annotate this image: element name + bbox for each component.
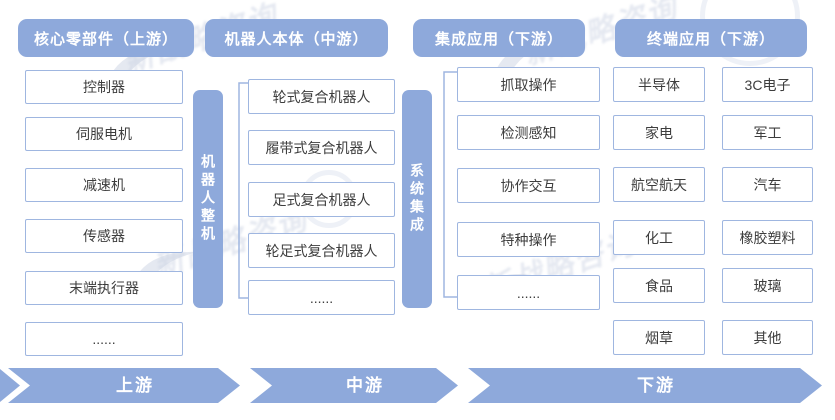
box-reducer: 减速机	[25, 168, 183, 202]
box-collaborative-interaction: 协作交互	[457, 168, 600, 203]
box-aerospace: 航空航天	[613, 167, 705, 202]
box-semiconductor: 半导体	[613, 67, 705, 102]
box-home-appliance: 家电	[613, 115, 705, 150]
box-grasping-operation: 抓取操作	[457, 67, 600, 102]
box-chemical: 化工	[613, 220, 705, 255]
header-robot-body: 机器人本体（中游）	[205, 19, 388, 57]
box-other: 其他	[722, 320, 813, 355]
box-rubber-plastic: 橡胶塑料	[722, 220, 813, 255]
bar-system-integration: 系统集成	[402, 90, 432, 308]
box-special-operation: 特种操作	[457, 222, 600, 257]
header-end-applications: 终端应用（下游）	[615, 19, 807, 57]
header-core-components: 核心零部件（上游）	[18, 19, 194, 57]
box-end-effector: 末端执行器	[25, 271, 183, 305]
box-tracked-composite-robot: 履带式复合机器人	[248, 130, 395, 165]
box-wheel-leg-composite-robot: 轮足式复合机器人	[248, 233, 395, 268]
header-integration: 集成应用（下游）	[413, 19, 585, 57]
box-tobacco: 烟草	[613, 320, 705, 355]
box-3c-electronics: 3C电子	[722, 67, 813, 102]
watermark-swoosh-icon	[497, 39, 561, 72]
box-automotive: 汽车	[722, 167, 813, 202]
box-wheeled-composite-robot: 轮式复合机器人	[248, 79, 395, 114]
arrow-label-upstream: 上游	[116, 376, 154, 395]
box-glass: 玻璃	[722, 268, 813, 303]
box-detection-sensing: 检测感知	[457, 115, 600, 150]
arrow-label-midstream: 中游	[346, 376, 384, 395]
box-ellipsis: ......	[25, 322, 183, 356]
box-controller: 控制器	[25, 70, 183, 104]
box-military: 军工	[722, 115, 813, 150]
flow-arrow-band	[0, 368, 822, 403]
box-servo-motor: 伺服电机	[25, 117, 183, 151]
box-ellipsis: ......	[457, 275, 600, 310]
arrow-label-downstream: 下游	[637, 376, 675, 395]
bar-robot-whole-machine: 机器人整机	[193, 90, 223, 308]
box-food: 食品	[613, 268, 705, 303]
box-sensor: 传感器	[25, 219, 183, 253]
box-legged-composite-robot: 足式复合机器人	[248, 182, 395, 217]
box-ellipsis: ......	[248, 280, 395, 315]
